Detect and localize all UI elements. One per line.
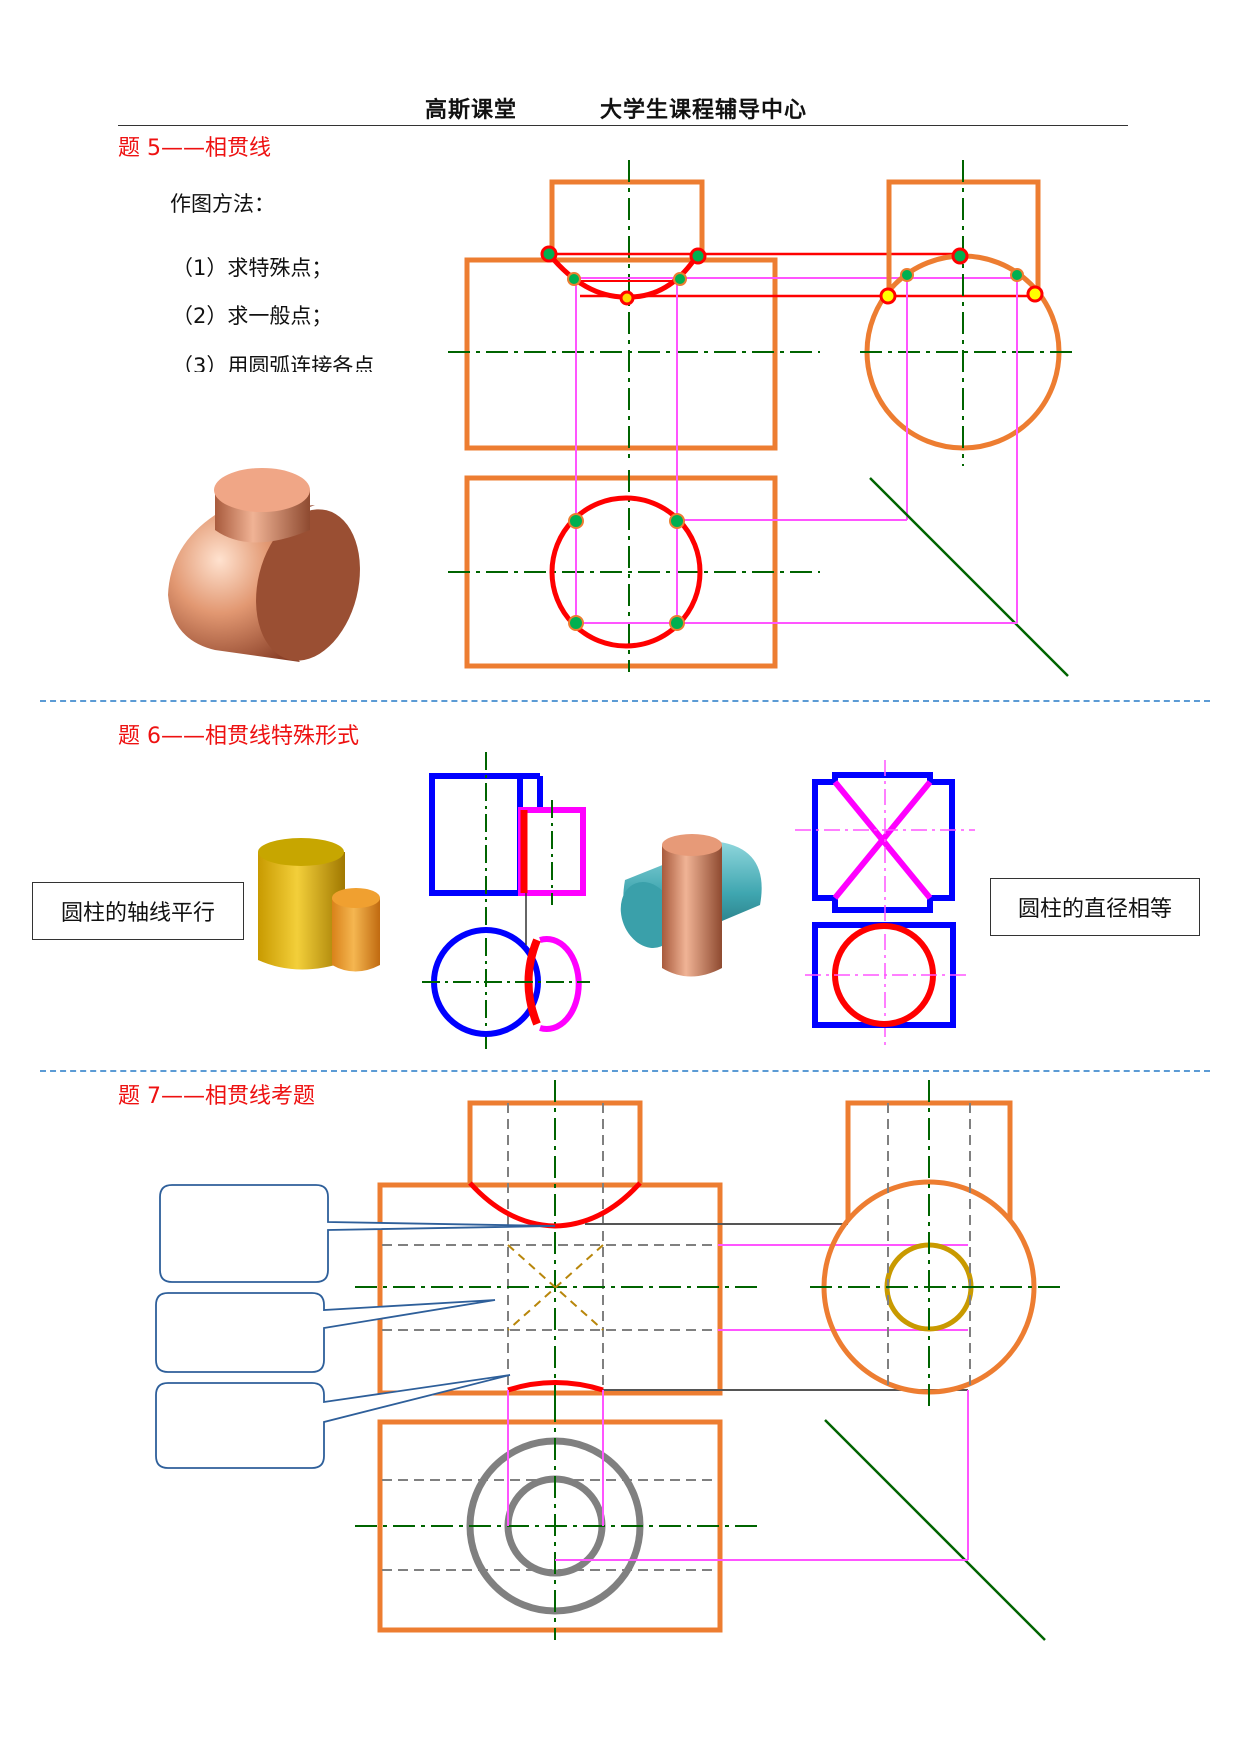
label-parallel-axes: 圆柱的轴线平行 xyxy=(32,882,244,940)
p5-key-points xyxy=(540,245,1044,631)
p5-3d-model xyxy=(168,468,360,662)
problem5-drawing xyxy=(168,160,1075,677)
header-right: 大学生课程辅导中心 xyxy=(600,97,808,123)
label-equal-diameters: 圆柱的直径相等 xyxy=(990,878,1200,936)
problem6-drawing xyxy=(258,752,975,1052)
p5-top-view xyxy=(448,278,1017,672)
problem5-title: 题 5——相贯线 xyxy=(118,136,271,161)
problem7-drawing xyxy=(155,1080,1060,1641)
p6-equal-views xyxy=(795,760,975,1045)
p7-top-view xyxy=(355,1390,968,1640)
p5-side-view xyxy=(860,160,1075,677)
callout-3 xyxy=(155,1374,511,1469)
p6-parallel-views xyxy=(422,752,590,1052)
page-header: 高斯课堂 大学生课程辅导中心 xyxy=(0,92,1240,123)
method-step-3: （3）用圆弧连接各点 xyxy=(172,354,375,372)
p6-3d-parallel xyxy=(258,838,380,972)
callout-1 xyxy=(159,1184,556,1283)
p5-front-view xyxy=(448,160,1035,460)
method-step-2: （2）求一般点； xyxy=(172,304,333,328)
header-rule xyxy=(118,125,1128,126)
section-separator-1 xyxy=(40,700,1210,702)
header-left: 高斯课堂 xyxy=(425,97,518,123)
method-step-1: （1）求特殊点； xyxy=(172,256,333,280)
section-separator-2 xyxy=(40,1070,1210,1072)
p7-callouts xyxy=(155,1184,556,1469)
p7-side-view xyxy=(810,1080,1060,1641)
problem6-title: 题 6——相贯线特殊形式 xyxy=(118,724,359,749)
problem7-title: 题 7——相贯线考题 xyxy=(118,1084,315,1109)
p7-front-view xyxy=(355,1080,968,1410)
p6-3d-cross xyxy=(620,834,762,977)
method-heading: 作图方法： xyxy=(170,192,275,216)
callout-2 xyxy=(155,1292,496,1373)
